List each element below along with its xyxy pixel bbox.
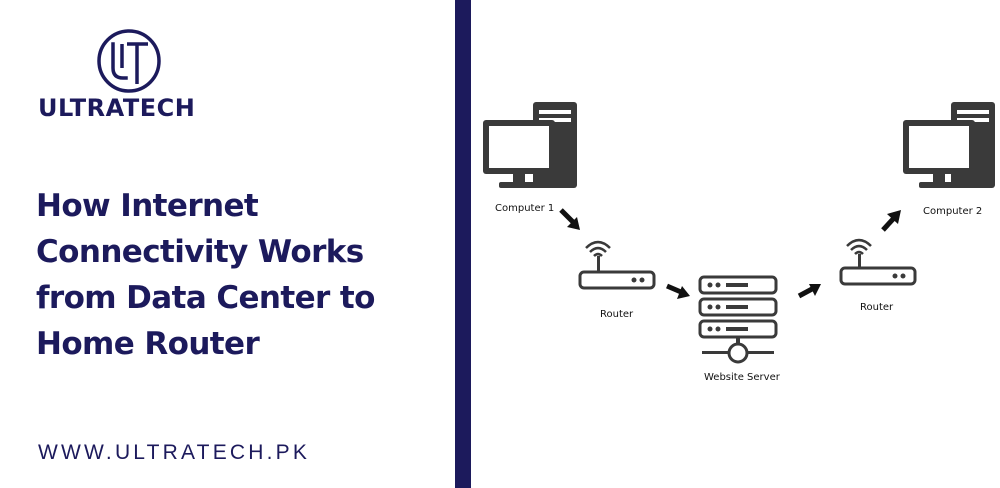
router-1-icon: [578, 240, 656, 290]
computer-2-label: Computer 2: [923, 206, 983, 217]
computer-1-label: Computer 1: [495, 203, 555, 214]
headline: How Internet Connectivity Works from Dat…: [36, 183, 446, 367]
arrow-router2-to-computer2: [881, 210, 901, 232]
router-2-label: Router: [860, 302, 894, 313]
website-url: WWW.ULTRATECH.PK: [38, 441, 311, 464]
computer-1-icon: [483, 102, 577, 188]
network-diagram: Computer 1 Router Website Server Router …: [471, 0, 1000, 488]
vertical-divider: [455, 0, 471, 488]
computer-2-icon: [903, 102, 995, 188]
ultratech-logo-icon: [97, 29, 161, 93]
server-label: Website Server: [704, 372, 780, 383]
brand-name: ULTRATECH: [38, 94, 196, 122]
headline-line-3: from Data Center to: [36, 280, 375, 316]
arrow-router1-to-server: [666, 283, 690, 299]
left-panel: ULTRATECH How Internet Connectivity Work…: [0, 0, 455, 488]
router-2-icon: [839, 238, 917, 286]
diagram-canvas: [483, 102, 995, 364]
headline-line-4: Home Router: [36, 326, 260, 362]
arrow-server-to-router2: [797, 284, 821, 299]
server-icon: [698, 275, 778, 364]
headline-line-2: Connectivity Works: [36, 234, 364, 270]
arrow-computer1-to-router1: [559, 208, 580, 230]
headline-line-1: How Internet: [36, 188, 259, 224]
router-1-label: Router: [600, 309, 634, 320]
